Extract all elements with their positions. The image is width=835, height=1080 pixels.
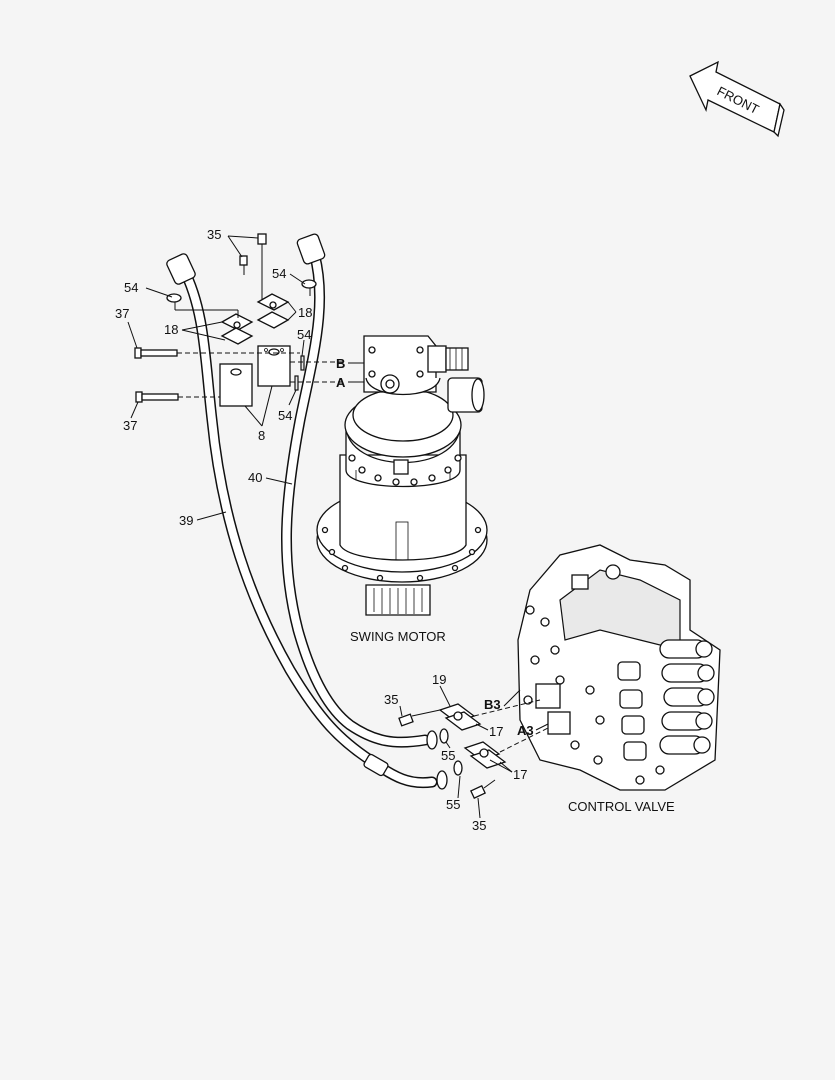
callout-54: 54 bbox=[272, 266, 286, 281]
callout-17: 17 bbox=[489, 724, 503, 739]
callout-40: 40 bbox=[248, 470, 262, 485]
o-ring-54 bbox=[294, 375, 299, 391]
block-8-right bbox=[257, 345, 291, 387]
callout-35: 35 bbox=[207, 227, 221, 242]
callout-54: 54 bbox=[297, 327, 311, 342]
port-label-a3: A3 bbox=[517, 723, 534, 738]
callout-18: 18 bbox=[164, 322, 178, 337]
callout-54: 54 bbox=[278, 408, 292, 423]
callout-19: 19 bbox=[432, 672, 446, 687]
swing-motor bbox=[316, 335, 488, 616]
o-ring-54 bbox=[301, 279, 317, 289]
flange-18-left bbox=[220, 313, 254, 345]
callout-35: 35 bbox=[472, 818, 486, 833]
hose-end-fitting bbox=[436, 770, 448, 790]
callout-37: 37 bbox=[123, 418, 137, 433]
hose-40 bbox=[281, 233, 431, 748]
block-8-left bbox=[219, 363, 253, 407]
control-valve bbox=[517, 544, 721, 791]
hose-end-fitting bbox=[426, 730, 438, 750]
leader-lines bbox=[127, 235, 549, 819]
callout-54: 54 bbox=[124, 280, 138, 295]
control-valve-label: CONTROL VALVE bbox=[568, 799, 675, 814]
bolt-37-bottom bbox=[135, 391, 220, 403]
hose-sleeve bbox=[363, 753, 389, 777]
port-label-b: B bbox=[336, 356, 345, 371]
callout-35: 35 bbox=[384, 692, 398, 707]
o-ring-54 bbox=[166, 293, 182, 303]
flange-17 bbox=[463, 741, 507, 769]
bolt-35-mid bbox=[398, 709, 441, 727]
port-label-b3: B3 bbox=[484, 697, 501, 712]
callout-8: 8 bbox=[258, 428, 265, 443]
flange-19 bbox=[438, 703, 482, 731]
bolt-37-top bbox=[134, 347, 300, 359]
bolt-35-bottom bbox=[470, 779, 496, 800]
swing-motor-label: SWING MOTOR bbox=[350, 629, 446, 644]
callout-17: 17 bbox=[513, 767, 527, 782]
port-label-a: A bbox=[336, 375, 346, 390]
callout-18: 18 bbox=[298, 305, 312, 320]
o-ring-54 bbox=[300, 355, 305, 371]
callout-39: 39 bbox=[179, 513, 193, 528]
bolt-35-top bbox=[239, 233, 267, 300]
o-ring-55 bbox=[439, 728, 449, 744]
front-arrow-icon: FRONT bbox=[689, 60, 785, 138]
callout-55: 55 bbox=[446, 797, 460, 812]
o-ring-55 bbox=[453, 760, 463, 776]
callout-37: 37 bbox=[115, 306, 129, 321]
callout-55: 55 bbox=[441, 748, 455, 763]
